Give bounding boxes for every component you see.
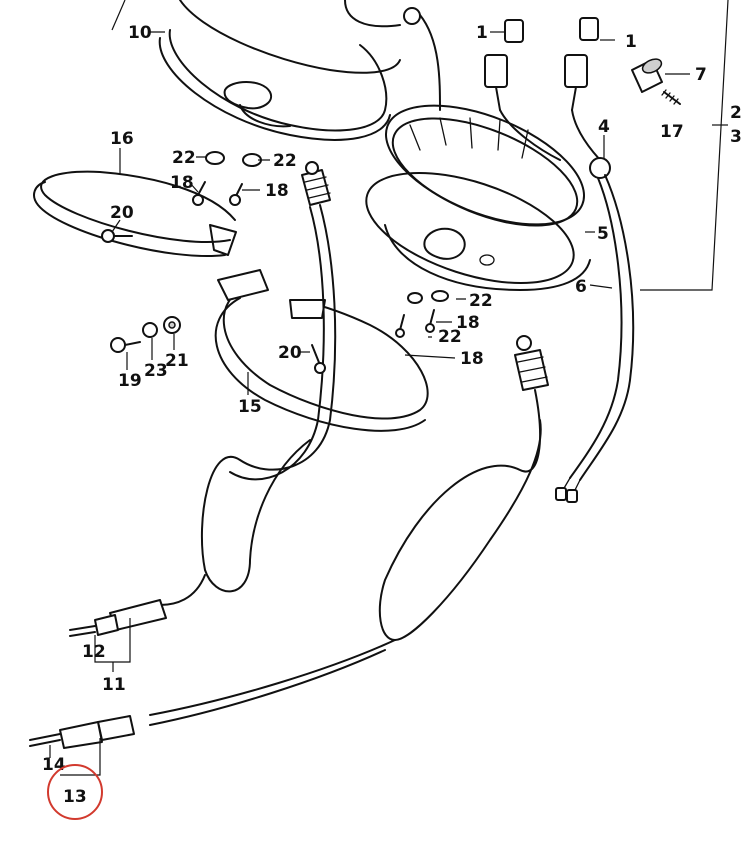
small-fasteners — [101, 151, 449, 374]
right-meter-case — [365, 104, 591, 291]
callout-13: 13 — [63, 787, 87, 807]
callout-1-right: 1 — [625, 32, 637, 52]
left-meter-case — [158, 0, 401, 141]
callout-22-a: 22 — [172, 148, 196, 168]
bulb-sockets — [344, 0, 606, 166]
leader-lines — [49, 0, 729, 776]
cable-13 — [29, 335, 549, 749]
callout-5: 5 — [597, 224, 609, 244]
band-15 — [214, 269, 429, 432]
callout-1-left: 1 — [476, 23, 488, 43]
callout-20-b: 20 — [278, 343, 302, 363]
callout-3: 3 — [730, 127, 742, 147]
callout-labels: 10 1 1 7 17 2 3 4 5 6 16 22 22 18 18 20 … — [42, 23, 742, 807]
callout-23: 23 — [144, 361, 168, 381]
callout-2: 2 — [730, 103, 742, 123]
callout-12: 12 — [82, 642, 106, 662]
callout-19: 19 — [118, 371, 142, 391]
callout-11: 11 — [102, 675, 126, 695]
callout-18-b: 18 — [265, 181, 289, 201]
callout-22-b: 22 — [273, 151, 297, 171]
highlight-circle-part-13 — [47, 764, 103, 820]
callout-17: 17 — [660, 122, 684, 142]
callout-6: 6 — [575, 277, 587, 297]
callout-18-c: 18 — [456, 313, 480, 333]
wiring-harness — [555, 157, 635, 503]
part-17-screw — [661, 89, 681, 105]
callout-22-c: 22 — [469, 291, 493, 311]
callout-22-d: 22 — [438, 327, 462, 347]
callout-14: 14 — [42, 755, 66, 775]
callout-7: 7 — [695, 65, 707, 85]
callout-16: 16 — [110, 129, 134, 149]
part-7-cap — [631, 58, 663, 93]
callout-20-a: 20 — [110, 203, 134, 223]
cable-11 — [69, 161, 337, 637]
callout-15: 15 — [238, 397, 262, 417]
callout-10: 10 — [128, 23, 152, 43]
callout-21: 21 — [165, 351, 189, 371]
callout-18-d: 18 — [460, 349, 484, 369]
band-16 — [33, 170, 237, 257]
callout-4: 4 — [598, 117, 610, 137]
callout-18-a: 18 — [170, 173, 194, 193]
